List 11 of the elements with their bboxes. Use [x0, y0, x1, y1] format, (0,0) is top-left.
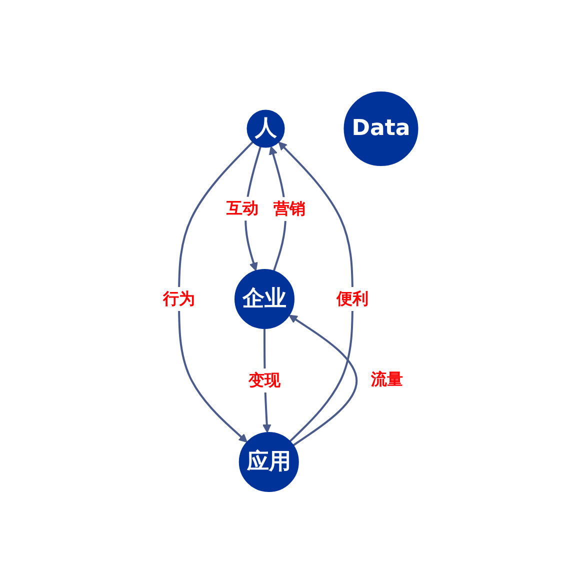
node-circle: 企业	[234, 268, 295, 329]
edge-label: 变现	[248, 370, 281, 390]
node-circle: Data	[344, 91, 418, 166]
node-circle: 应用	[239, 432, 299, 492]
arrow	[278, 141, 354, 442]
arrow	[178, 141, 254, 442]
arrow	[288, 314, 358, 446]
edge-label: 互动	[226, 198, 258, 218]
edge-label: 流量	[371, 369, 404, 388]
node-circle: 人	[246, 110, 285, 148]
edge-label: 营销	[273, 198, 306, 218]
